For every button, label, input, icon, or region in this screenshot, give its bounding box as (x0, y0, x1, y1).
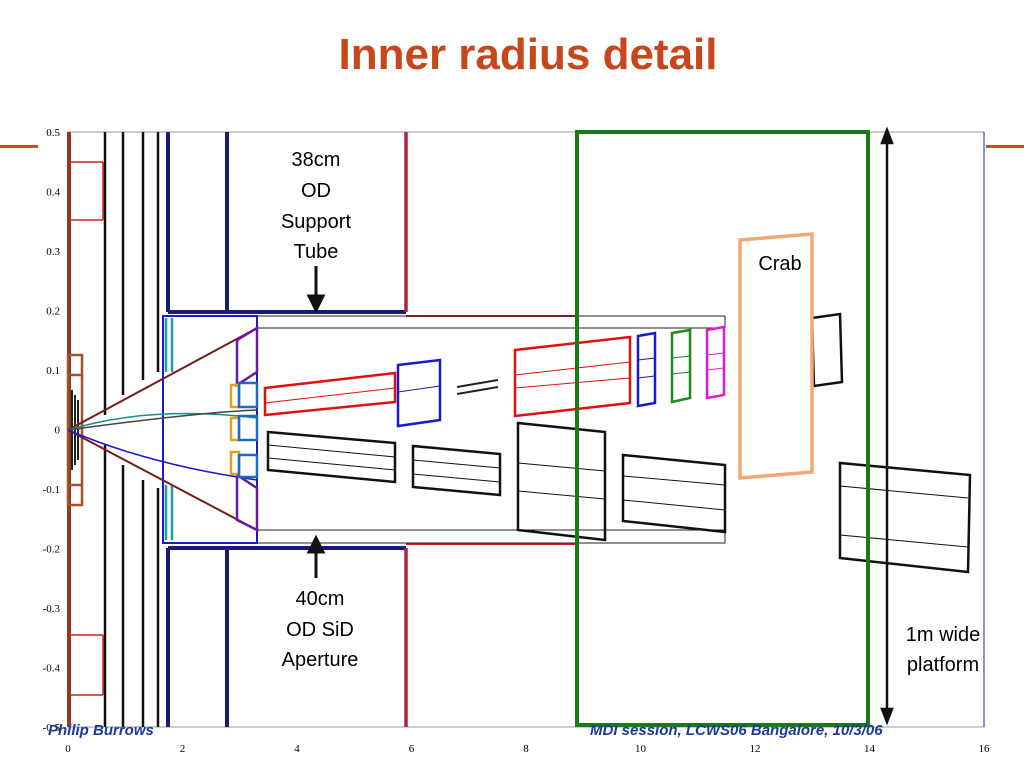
footer-author: Philip Burrows (48, 722, 154, 739)
y-tick-label: 0.1 (46, 365, 60, 377)
plot-frame (67, 131, 985, 728)
support-tube-label: 38cm OD Support Tube (281, 149, 351, 263)
y-tick-label: -0.2 (43, 544, 60, 556)
crab-cavity-box (738, 232, 814, 480)
beam-curves (67, 409, 258, 481)
y-tick-label: -0.5 (43, 722, 61, 734)
x-tick-label: 4 (294, 743, 300, 755)
x-tick-label: 0 (65, 743, 71, 755)
support-tube-arrow (306, 266, 326, 314)
aperture-line-1: 40cm (296, 588, 345, 610)
vertical-black-lines (103, 132, 160, 727)
platform-label: 1m wide platform (906, 624, 980, 676)
footer-session: MDI session, LCWS06 Bangalore, 10/3/06 (590, 722, 883, 739)
purple-collimators (235, 325, 259, 533)
y-tick-label: 0 (55, 425, 61, 437)
x-tick-label: 12 (750, 743, 761, 755)
red-horizontal-lines (406, 315, 577, 545)
platform-arrow (880, 126, 894, 726)
y-tick-label: 0.3 (46, 246, 60, 258)
sid-aperture-label: 40cm OD SiD Aperture (282, 588, 359, 671)
x-tick-label: 14 (864, 743, 876, 755)
aperture-line-2: OD SiD (286, 619, 354, 641)
slide-title: Inner radius detail (338, 30, 718, 79)
x-tick-labels: 0 2 4 6 8 10 12 14 16 (65, 743, 990, 755)
aperture-arrow (306, 534, 326, 578)
navy-structure (166, 132, 406, 727)
inner-vertex-box (162, 315, 258, 544)
y-tick-label: -0.1 (43, 484, 60, 496)
y-tick-label: -0.3 (43, 603, 61, 615)
support-tube-line-3: Support (281, 211, 351, 233)
platform-line-1: 1m wide (906, 624, 980, 646)
crab-label: Crab (758, 253, 801, 275)
green-box-upper (670, 328, 692, 404)
green-platform-box (575, 130, 870, 727)
support-tube-line-1: 38cm (292, 149, 341, 171)
red-tick-marks (69, 161, 104, 696)
platform-line-2: platform (907, 654, 979, 676)
y-tick-label: 0.5 (46, 127, 60, 139)
magenta-box-upper (705, 325, 726, 400)
support-tube-line-2: OD (301, 180, 331, 202)
y-tick-label: 0.2 (46, 306, 60, 318)
beam-cone (67, 327, 258, 531)
mask-elements (229, 381, 259, 479)
black-quadrupoles (266, 312, 972, 574)
blue-box-upper (396, 331, 657, 428)
teal-segments (164, 318, 174, 540)
y-tick-label: 0.4 (46, 187, 60, 199)
support-tube-line-4: Tube (294, 241, 339, 263)
y-tick-labels: 0.5 0.4 0.3 0.2 0.1 0 -0.1 -0.2 -0.3 -0.4 -0.5 (43, 127, 61, 734)
red-quadrupoles (263, 335, 632, 418)
double-bars (456, 379, 499, 395)
x-tick-label: 2 (180, 743, 186, 755)
beam-tube-outline (257, 315, 726, 544)
x-tick-label: 16 (979, 743, 991, 755)
aperture-line-3: Aperture (282, 649, 359, 671)
x-tick-label: 6 (409, 743, 415, 755)
x-tick-label: 8 (523, 743, 529, 755)
accent-bar-left (0, 145, 38, 148)
y-tick-label: -0.4 (43, 663, 61, 675)
accent-bar-right (986, 145, 1024, 148)
x-tick-label: 10 (635, 743, 647, 755)
